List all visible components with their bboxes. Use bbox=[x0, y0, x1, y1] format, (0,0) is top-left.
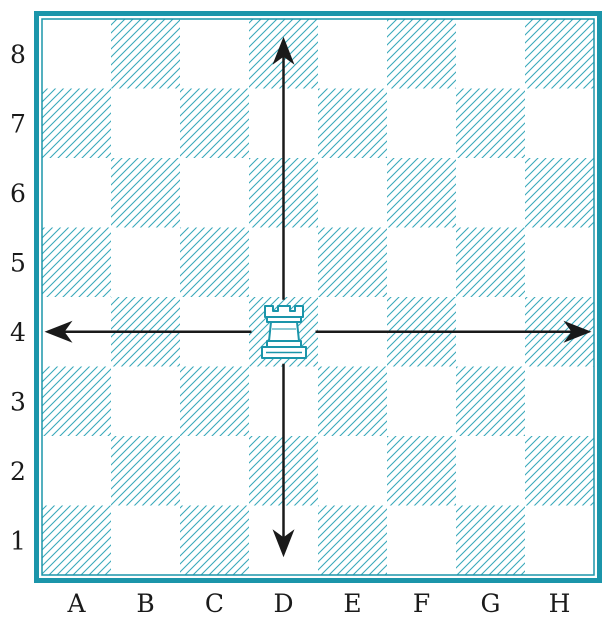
arrowhead-right bbox=[563, 320, 592, 343]
rank-label: 3 bbox=[10, 387, 26, 416]
square-b2 bbox=[111, 436, 180, 506]
square-e8 bbox=[318, 19, 387, 89]
square-e3 bbox=[318, 366, 387, 436]
file-label: C bbox=[205, 589, 224, 617]
square-h8 bbox=[525, 19, 594, 89]
square-e5 bbox=[318, 227, 387, 297]
square-f8 bbox=[387, 19, 456, 89]
square-h6 bbox=[525, 158, 594, 228]
arrowhead-down bbox=[272, 529, 295, 558]
square-a2 bbox=[42, 436, 111, 506]
rank-label: 2 bbox=[10, 457, 26, 486]
square-h1 bbox=[525, 505, 594, 575]
file-label: D bbox=[273, 589, 293, 617]
square-g6 bbox=[456, 158, 525, 228]
file-label: H bbox=[549, 589, 571, 617]
square-c5 bbox=[180, 227, 249, 297]
file-label: G bbox=[481, 589, 501, 617]
board-inner-border bbox=[41, 18, 595, 576]
square-a1 bbox=[42, 505, 111, 575]
square-h5 bbox=[525, 227, 594, 297]
square-f6 bbox=[387, 158, 456, 228]
file-label: A bbox=[66, 589, 86, 617]
square-g3 bbox=[456, 366, 525, 436]
square-a7 bbox=[42, 88, 111, 158]
square-h2 bbox=[525, 436, 594, 506]
square-b5 bbox=[111, 227, 180, 297]
square-a8 bbox=[42, 19, 111, 89]
rank-label: 5 bbox=[10, 248, 26, 277]
rank-labels: 8 7 6 5 4 3 2 1 bbox=[10, 40, 26, 556]
square-f5 bbox=[387, 227, 456, 297]
square-a5 bbox=[42, 227, 111, 297]
rank-label: 6 bbox=[10, 179, 26, 208]
file-labels: A B C D E F G H bbox=[66, 589, 570, 617]
square-g2 bbox=[456, 436, 525, 506]
square-b6 bbox=[111, 158, 180, 228]
square-g8 bbox=[456, 19, 525, 89]
rank-label: 7 bbox=[10, 109, 26, 138]
square-f2 bbox=[387, 436, 456, 506]
square-f1 bbox=[387, 505, 456, 575]
square-c1 bbox=[180, 505, 249, 575]
square-e7 bbox=[318, 88, 387, 158]
file-label: B bbox=[136, 589, 154, 617]
rank-label: 8 bbox=[10, 40, 26, 69]
square-c6 bbox=[180, 158, 249, 228]
square-b1 bbox=[111, 505, 180, 575]
square-g1 bbox=[456, 505, 525, 575]
square-a3 bbox=[42, 366, 111, 436]
square-h3 bbox=[525, 366, 594, 436]
board-squares bbox=[42, 19, 594, 575]
square-b8 bbox=[111, 19, 180, 89]
file-label: F bbox=[413, 589, 430, 617]
rook-icon bbox=[261, 305, 307, 359]
square-g7 bbox=[456, 88, 525, 158]
square-b3 bbox=[111, 366, 180, 436]
square-g5 bbox=[456, 227, 525, 297]
square-c2 bbox=[180, 436, 249, 506]
square-f3 bbox=[387, 366, 456, 436]
square-c7 bbox=[180, 88, 249, 158]
square-e1 bbox=[318, 505, 387, 575]
file-label: E bbox=[343, 589, 361, 617]
square-e2 bbox=[318, 436, 387, 506]
square-h7 bbox=[525, 88, 594, 158]
rank-label: 4 bbox=[10, 318, 26, 347]
square-b7 bbox=[111, 88, 180, 158]
arrowhead-left bbox=[44, 320, 73, 343]
square-c8 bbox=[180, 19, 249, 89]
board-outer-border bbox=[34, 11, 602, 583]
square-c3 bbox=[180, 366, 249, 436]
square-a6 bbox=[42, 158, 111, 228]
square-e6 bbox=[318, 158, 387, 228]
square-f7 bbox=[387, 88, 456, 158]
move-arrows bbox=[44, 36, 592, 558]
arrowhead-up bbox=[272, 36, 295, 65]
rank-label: 1 bbox=[10, 526, 26, 555]
